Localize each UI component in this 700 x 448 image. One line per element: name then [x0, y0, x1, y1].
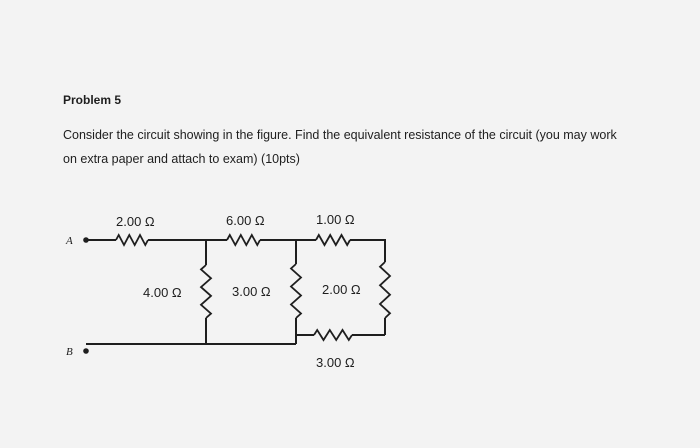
- label-bottom: 3.00 Ω: [316, 355, 355, 370]
- top-wire: [86, 239, 386, 262]
- terminal-b: [83, 348, 89, 354]
- problem-statement-line-1: Consider the circuit showing in the figu…: [63, 128, 617, 142]
- problem-title: Problem 5: [63, 93, 122, 107]
- node-label-b: B: [66, 346, 73, 358]
- resistor-top-mid: [226, 233, 261, 247]
- problem-statement-line-2: on extra paper and attach to exam) (10pt…: [63, 152, 300, 166]
- node-label-a: A: [65, 235, 73, 247]
- label-top-mid: 6.00 Ω: [226, 213, 265, 228]
- resistor-vert-2: [289, 263, 303, 319]
- label-top-right: 1.00 Ω: [316, 212, 355, 227]
- label-vert-1: 4.00 Ω: [143, 285, 182, 300]
- label-top-left: 2.00 Ω: [116, 214, 155, 229]
- resistor-top-left: [115, 233, 149, 247]
- resistor-vert-1: [199, 264, 213, 319]
- label-vert-3: 2.00 Ω: [322, 282, 361, 297]
- resistor-top-right: [315, 233, 351, 247]
- problem-statement: Consider the circuit showing in the figu…: [63, 123, 683, 171]
- label-vert-2: 3.00 Ω: [232, 284, 271, 299]
- resistor-vert-3: [378, 261, 392, 319]
- resistor-bottom: [313, 328, 353, 342]
